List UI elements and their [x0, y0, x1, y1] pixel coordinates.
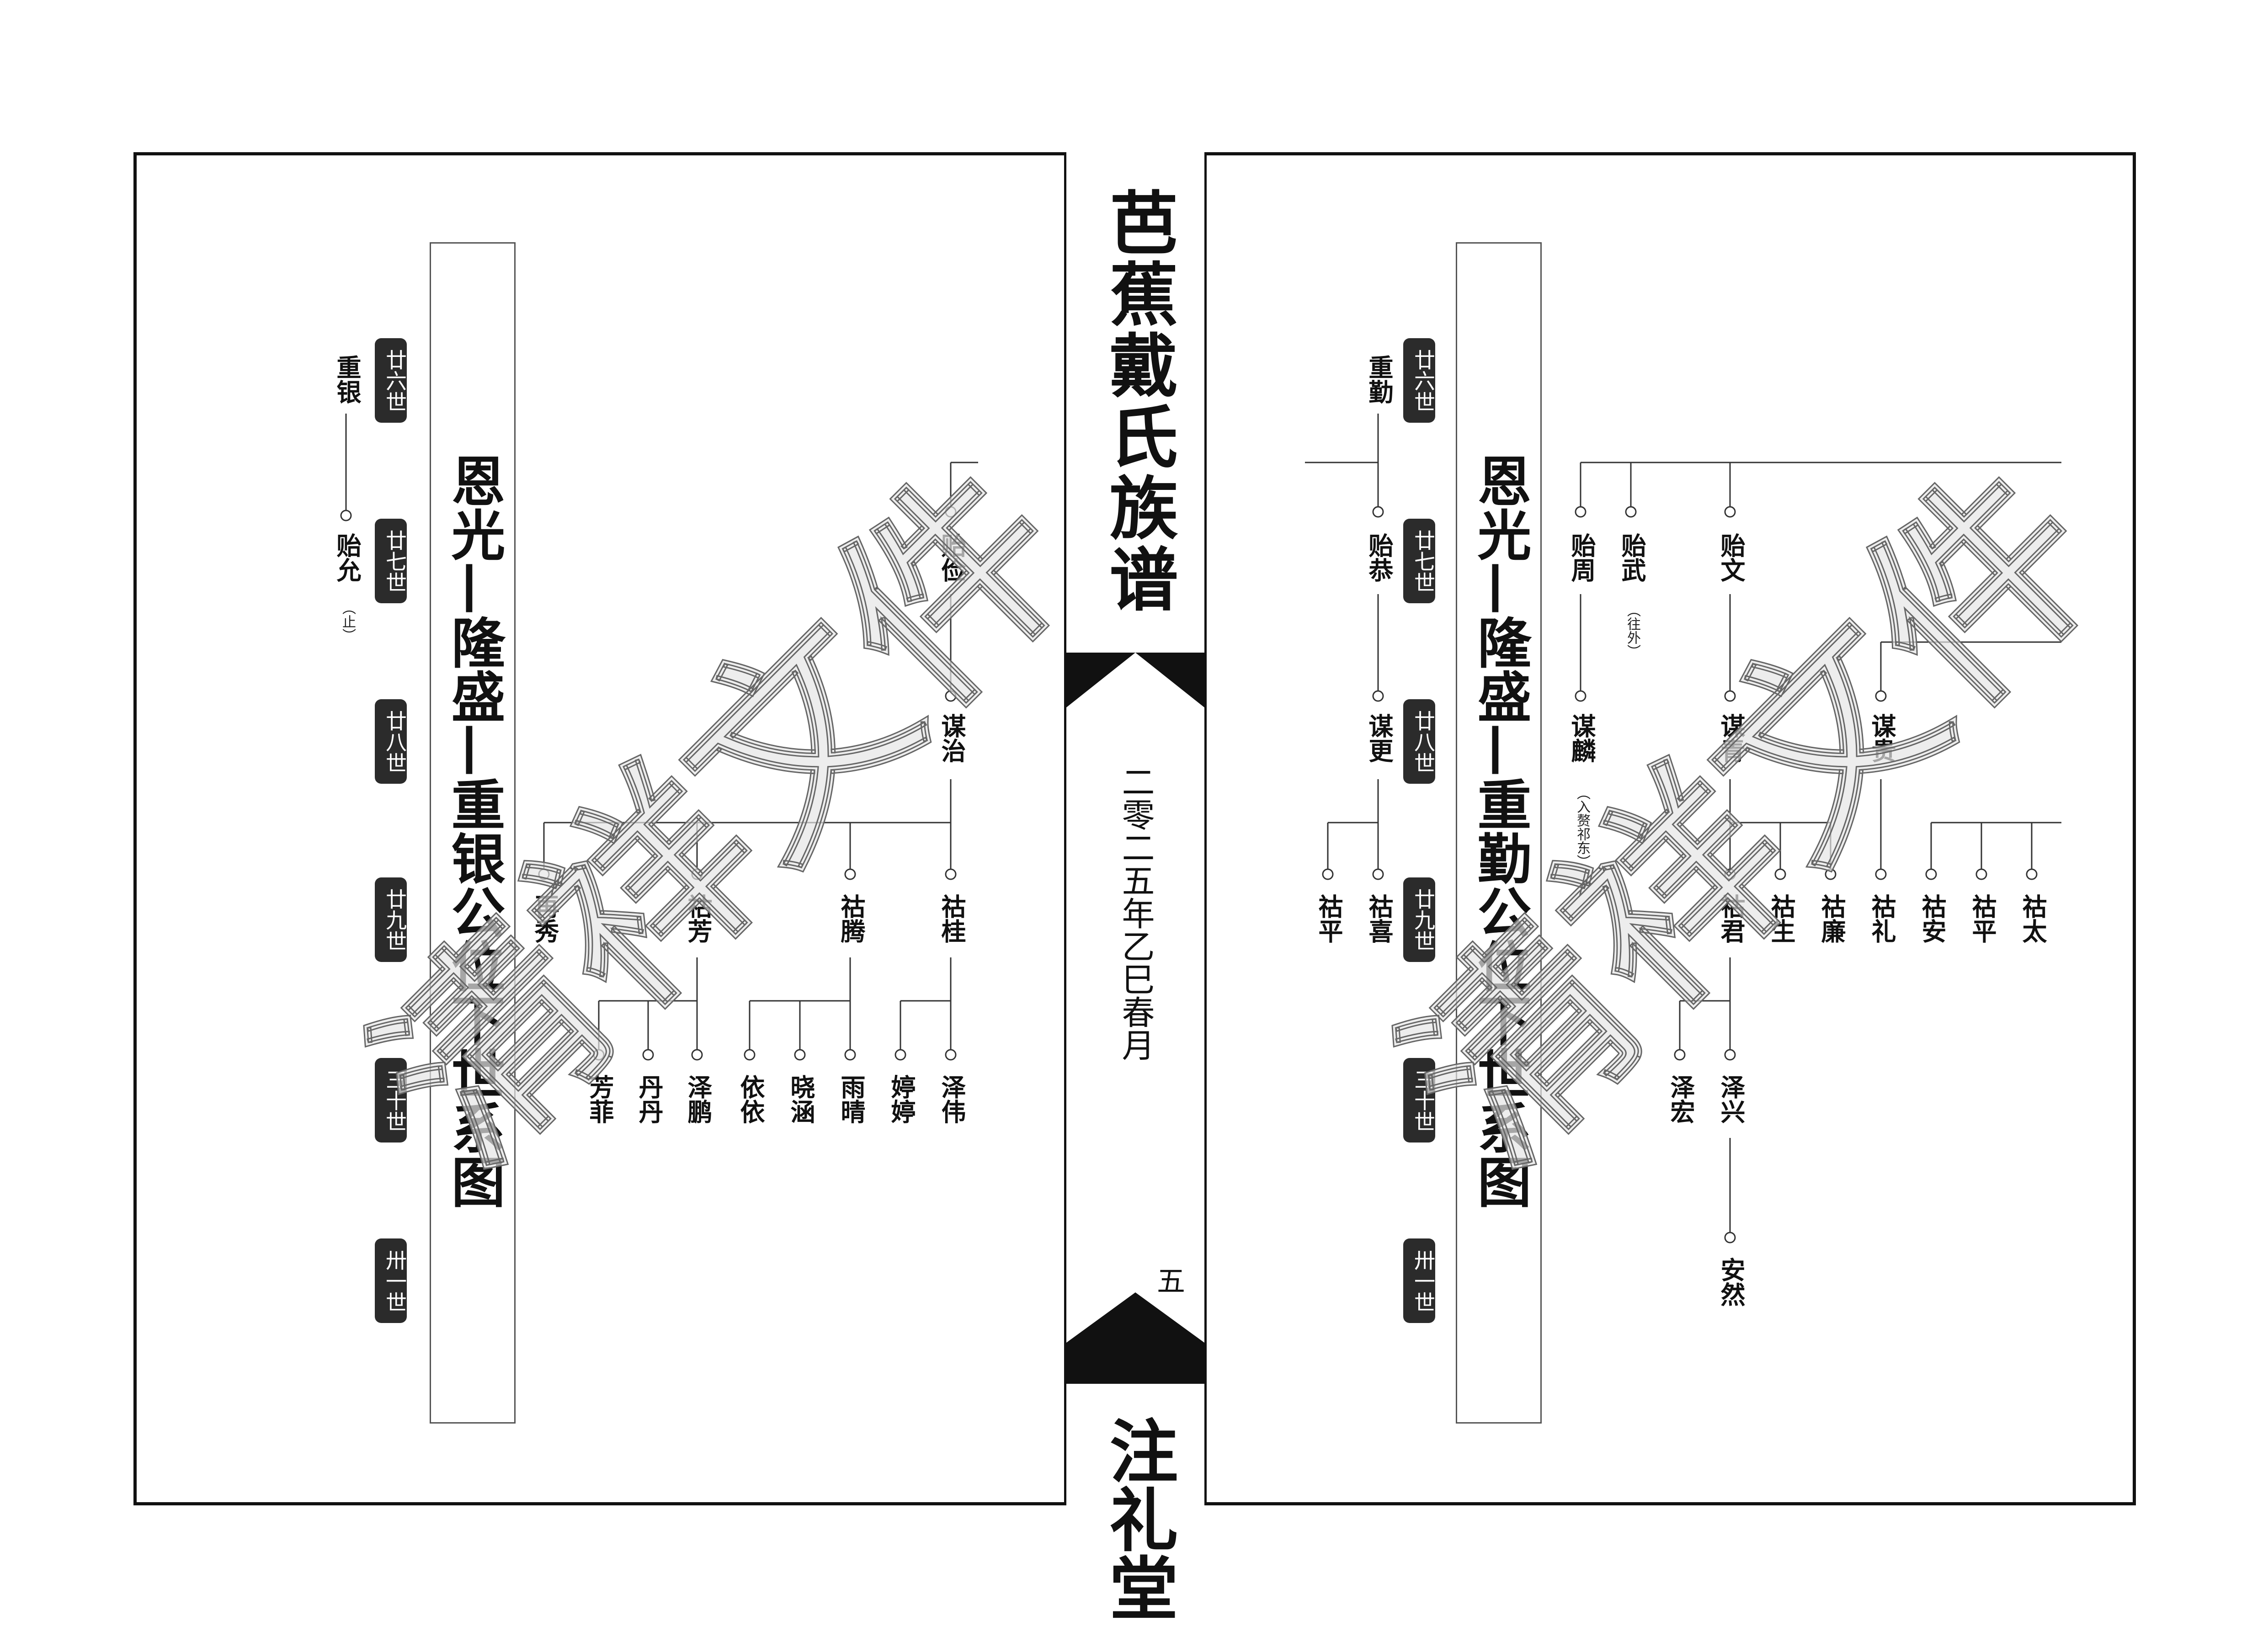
gen-tag: 廿八世 [375, 699, 407, 784]
person-name: 贻允 [332, 533, 362, 582]
gen-tag: 廿六世 [375, 338, 407, 423]
spine-band-top [1066, 653, 1204, 1384]
person-name: 谋麟 [1567, 713, 1596, 763]
person-name: 泽鹏 [683, 1074, 713, 1124]
person-name: 祜太 [2018, 894, 2047, 943]
person-name: 依依 [736, 1074, 765, 1124]
person-name: 祜安 [1917, 894, 1947, 943]
gen-tag: 廿七世 [1403, 519, 1436, 603]
person-name: 谋更 [1364, 713, 1394, 763]
person-name: 谋青 [1716, 713, 1746, 763]
person-name: 祜廉 [1817, 894, 1846, 943]
gen-tag: 三十世 [1403, 1058, 1436, 1142]
person-name: 祜芳 [683, 894, 713, 943]
person-name: 祜桂 [937, 894, 966, 943]
gen-tag: 卅一世 [1403, 1238, 1436, 1323]
person-name: 贻武 [1617, 533, 1646, 582]
person-name: 谋治 [937, 713, 966, 763]
person-name: 贻文 [1716, 533, 1746, 582]
person-name: 祜腾 [836, 894, 866, 943]
person-note: （入赘祁东） [1574, 786, 1590, 868]
right-page-title: 恩光—隆盛—重勤公位下世系图 [1468, 453, 1532, 1208]
genealogy-lines [340, 414, 2061, 1243]
person-note: （止） [340, 601, 356, 642]
person-name: 祜礼 [1867, 894, 1896, 943]
right-title-box: 恩光—隆盛—重勤公位下世系图 [1456, 242, 1542, 1424]
gen-tag: 廿九世 [375, 877, 407, 962]
person-name: 祜生 [1767, 894, 1796, 943]
person-name: 泽伟 [937, 1074, 966, 1124]
gen-tag: 廿六世 [1403, 338, 1436, 423]
person-name: 祜君 [1716, 894, 1746, 943]
gen-tag: 三十世 [375, 1058, 407, 1142]
person-name: 泽宏 [1666, 1074, 1695, 1124]
gen-tag: 廿九世 [1403, 877, 1436, 962]
left-page-title: 恩光—隆盛—重银公位下世系图 [442, 453, 506, 1208]
person-name: 晓涵 [786, 1074, 815, 1124]
person-name: 芳菲 [585, 1074, 614, 1124]
person-name: 重勤 [1364, 355, 1394, 404]
print-date: 二零二五年乙巳春月 [1116, 765, 1155, 1061]
person-name: 泽兴 [1716, 1074, 1746, 1124]
hall-name: 注礼堂 [1098, 1416, 1178, 1621]
person-name: 贻周 [1567, 533, 1596, 582]
person-name: 雨晴 [836, 1074, 866, 1124]
person-name: 贻俭 [937, 533, 966, 582]
person-name: 谋贵 [1867, 713, 1896, 763]
gen-tag: 廿七世 [375, 519, 407, 603]
gen-tag: 廿八世 [1403, 699, 1436, 784]
person-name: 安然 [1716, 1257, 1746, 1307]
page-number: 五 [1157, 1265, 1186, 1298]
spine: 芭蕉戴氏族谱 二零二五年乙巳春月 五 注礼堂 [1064, 152, 1207, 1621]
person-name: 祜平 [1968, 894, 1997, 943]
person-name: 贻恭 [1364, 533, 1394, 582]
person-name: 重银 [332, 355, 362, 404]
person-note: （往外） [1624, 603, 1640, 658]
gen-tag: 卅一世 [375, 1238, 407, 1323]
person-name: 祜平 [1314, 894, 1343, 943]
book-title: 芭蕉戴氏族谱 [1098, 187, 1178, 615]
left-title-box: 恩光—隆盛—重银公位下世系图 [430, 242, 516, 1424]
person-name: 丹丹 [634, 1074, 664, 1124]
person-name: 婷婷 [887, 1074, 916, 1124]
person-name: 祜喜 [1364, 894, 1394, 943]
person-name: 再秀 [530, 894, 559, 943]
